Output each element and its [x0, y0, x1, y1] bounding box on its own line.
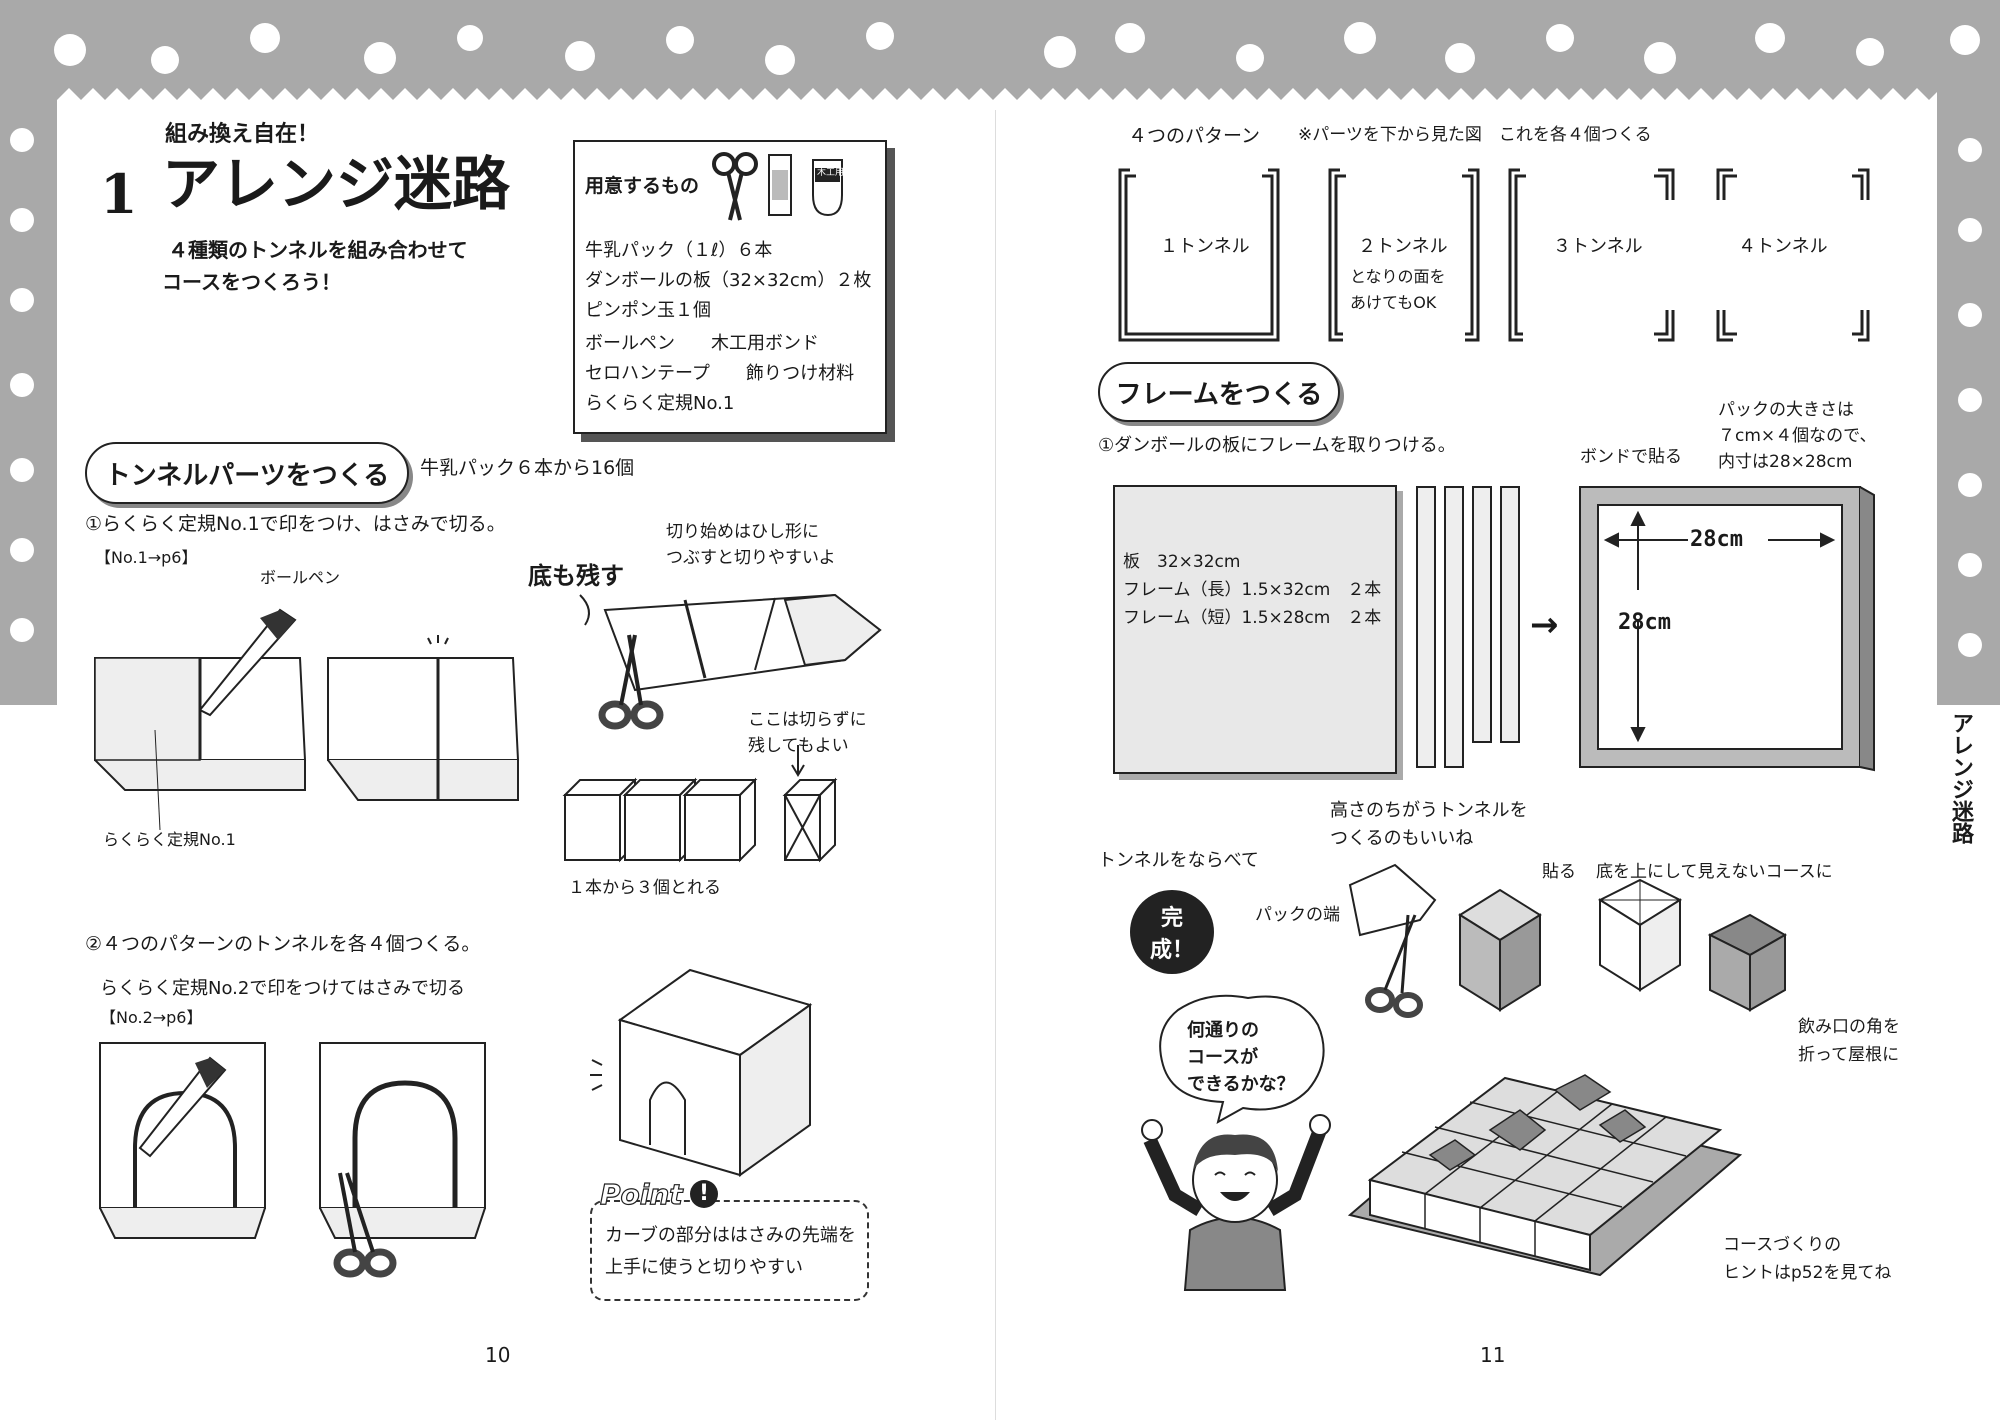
tunnel-label-4: ４トンネル	[1738, 236, 1828, 257]
keep-note-line-1: ここは切らずに	[748, 710, 867, 730]
diff-height-1: 高さのちがうトンネルを	[1330, 800, 1528, 821]
pen-label: ボールペン	[260, 568, 341, 587]
page-title: アレンジ迷路	[162, 150, 511, 218]
cut-tip-line-2: つぶすと切りやすいよ	[666, 548, 836, 568]
tunnel-patterns-diagram	[1118, 168, 1870, 342]
ruler2-ref: 【No.2→p6】	[100, 1008, 203, 1027]
section-tunnel-parts: トンネルパーツをつくる	[85, 442, 409, 504]
board-spec-1: 板 32×32cm	[1123, 552, 1241, 572]
frame-strips-illustration	[1416, 486, 1520, 768]
dim-width: 28cm	[1690, 527, 1743, 552]
side-tab-label: アレンジ迷路	[1940, 712, 1976, 844]
right-border	[1937, 0, 2000, 705]
step2-text: ②４つのパターンのトンネルを各４個つくる。	[85, 933, 481, 955]
pack-end-label: パックの端	[1255, 905, 1340, 925]
completed-maze-illustration	[1347, 1074, 1743, 1277]
size-note-2: ７cm×４個なので、	[1718, 426, 1877, 446]
section-label: フレームをつくる	[1115, 379, 1323, 410]
page-number-right: 11	[1480, 1343, 1506, 1367]
cut-tip-line-1: 切り始めはひし形に	[666, 522, 819, 542]
tunnel-label-3: ３トンネル	[1553, 236, 1643, 257]
material-item: 牛乳パック（１ℓ）６本	[585, 240, 773, 261]
dim-height: 28cm	[1618, 610, 1671, 635]
arch-cut-illustration	[319, 1042, 486, 1278]
scissors-icon	[712, 152, 758, 221]
left-border	[0, 0, 57, 705]
point-label: Point	[599, 1177, 683, 1211]
frame-step-text: ①ダンボールの板にフレームを取りつける。	[1098, 435, 1456, 456]
speech-bubble	[1159, 994, 1325, 1125]
bubble-line-2: コースが	[1187, 1047, 1259, 1068]
paste-label: 貼る	[1542, 862, 1576, 882]
materials-heading: 用意するもの	[585, 175, 700, 197]
side-dots	[10, 128, 1982, 657]
cut-pieces-illustration	[562, 745, 838, 863]
point-line-1: カーブの部分ははさみの先端を	[605, 1225, 856, 1246]
complete-label: 完成！	[1149, 906, 1194, 963]
intro-line-1: ４種類のトンネルを組み合わせて	[168, 238, 468, 262]
material-item: ピンポン玉１個	[585, 300, 711, 321]
framed-board-illustration	[1579, 486, 1875, 772]
step1-ref: 【No.1→p6】	[95, 548, 198, 567]
arch-marking-illustration	[99, 1042, 266, 1239]
section-frame: フレームをつくる	[1098, 362, 1340, 422]
tape-icon	[768, 154, 792, 216]
boy-character	[1141, 1114, 1331, 1291]
size-note-3: 内寸は28×28cm	[1718, 452, 1853, 472]
material-item: セロハンテープ 飾りつけ材料	[585, 363, 855, 384]
section-label: トンネルパーツをつくる	[104, 460, 390, 491]
board-spec-3: フレーム（短）1.5×28cm ２本	[1123, 608, 1382, 628]
fold-roof-1: 飲み口の角を	[1798, 1017, 1900, 1037]
arrow-right-icon: →	[1530, 605, 1559, 645]
tunnel2-note-1: となりの面を	[1350, 267, 1446, 286]
size-note-1: パックの大きさは	[1718, 400, 1854, 420]
intro-line-2: コースをつくろう！	[162, 270, 341, 294]
tunnel-box-illustration	[590, 968, 813, 1177]
carton-pieces-illustration	[1348, 863, 1788, 1018]
flattened-carton-illustration	[579, 593, 882, 692]
zigzag-edge	[54, 22, 1980, 112]
tunnel2-note-2: あけてもOK	[1350, 293, 1437, 312]
glue-bottle-icon	[812, 159, 843, 217]
material-item: ボールペン 木工用ボンド	[585, 333, 819, 354]
board-spec-2: フレーム（長）1.5×32cm ２本	[1123, 580, 1382, 600]
line-up-text: トンネルをならべて	[1098, 850, 1259, 871]
exclamation-icon: !	[690, 1180, 718, 1208]
bubble-line-3: できるかな？	[1187, 1074, 1295, 1095]
complete-badge: 完成！	[1130, 890, 1214, 974]
carton-cut-line-illustration	[327, 635, 520, 801]
bottom-up-label: 底を上にして見えないコースに	[1596, 862, 1833, 882]
page-divider	[995, 110, 996, 1420]
tunnel-label-2: ２トンネル	[1358, 236, 1448, 257]
material-item: らくらく定規No.1	[585, 393, 735, 414]
point-line-2: 上手に使うと切りやすい	[605, 1257, 803, 1278]
page-number-left: 10	[485, 1343, 511, 1367]
lesson-subtitle: 組み換え自在！	[165, 122, 320, 147]
lesson-number: 1	[100, 162, 138, 226]
material-item: ダンボールの板（32×32cm）２枚	[585, 270, 872, 291]
fold-roof-2: 折って屋根に	[1798, 1045, 1900, 1065]
cardboard-board	[1113, 485, 1397, 774]
hint-line-2: ヒントはp52を見てね	[1723, 1263, 1892, 1283]
side-label: アレンジ迷路	[1948, 712, 1973, 844]
scissors-cutting-icon	[598, 634, 664, 730]
diff-height-2: つくるのもいいね	[1330, 828, 1474, 849]
keep-bottom-label: 底も残す	[528, 562, 624, 590]
step1-text: ①らくらく定規No.1で印をつけ、はさみで切る。	[85, 513, 506, 535]
glue-label: 木工用	[817, 168, 845, 178]
yield-note: １本から３個とれる	[568, 878, 721, 898]
section-note: 牛乳パック６本から16個	[420, 457, 635, 479]
milk-carton-marking-illustration	[94, 608, 307, 831]
ruler2-text: らくらく定規No.2で印をつけてはさみで切る	[100, 978, 465, 999]
bond-label: ボンドで貼る	[1580, 447, 1682, 467]
point-box	[590, 1200, 869, 1301]
patterns-title: ４つのパターン	[1128, 125, 1261, 147]
bubble-line-1: 何通りの	[1187, 1020, 1259, 1041]
patterns-note: ※パーツを下から見た図 これを各４個つくる	[1298, 125, 1652, 145]
tunnel-label-1: １トンネル	[1160, 236, 1250, 257]
ruler-label: らくらく定規No.1	[103, 830, 236, 849]
hint-line-1: コースづくりの	[1723, 1235, 1842, 1255]
